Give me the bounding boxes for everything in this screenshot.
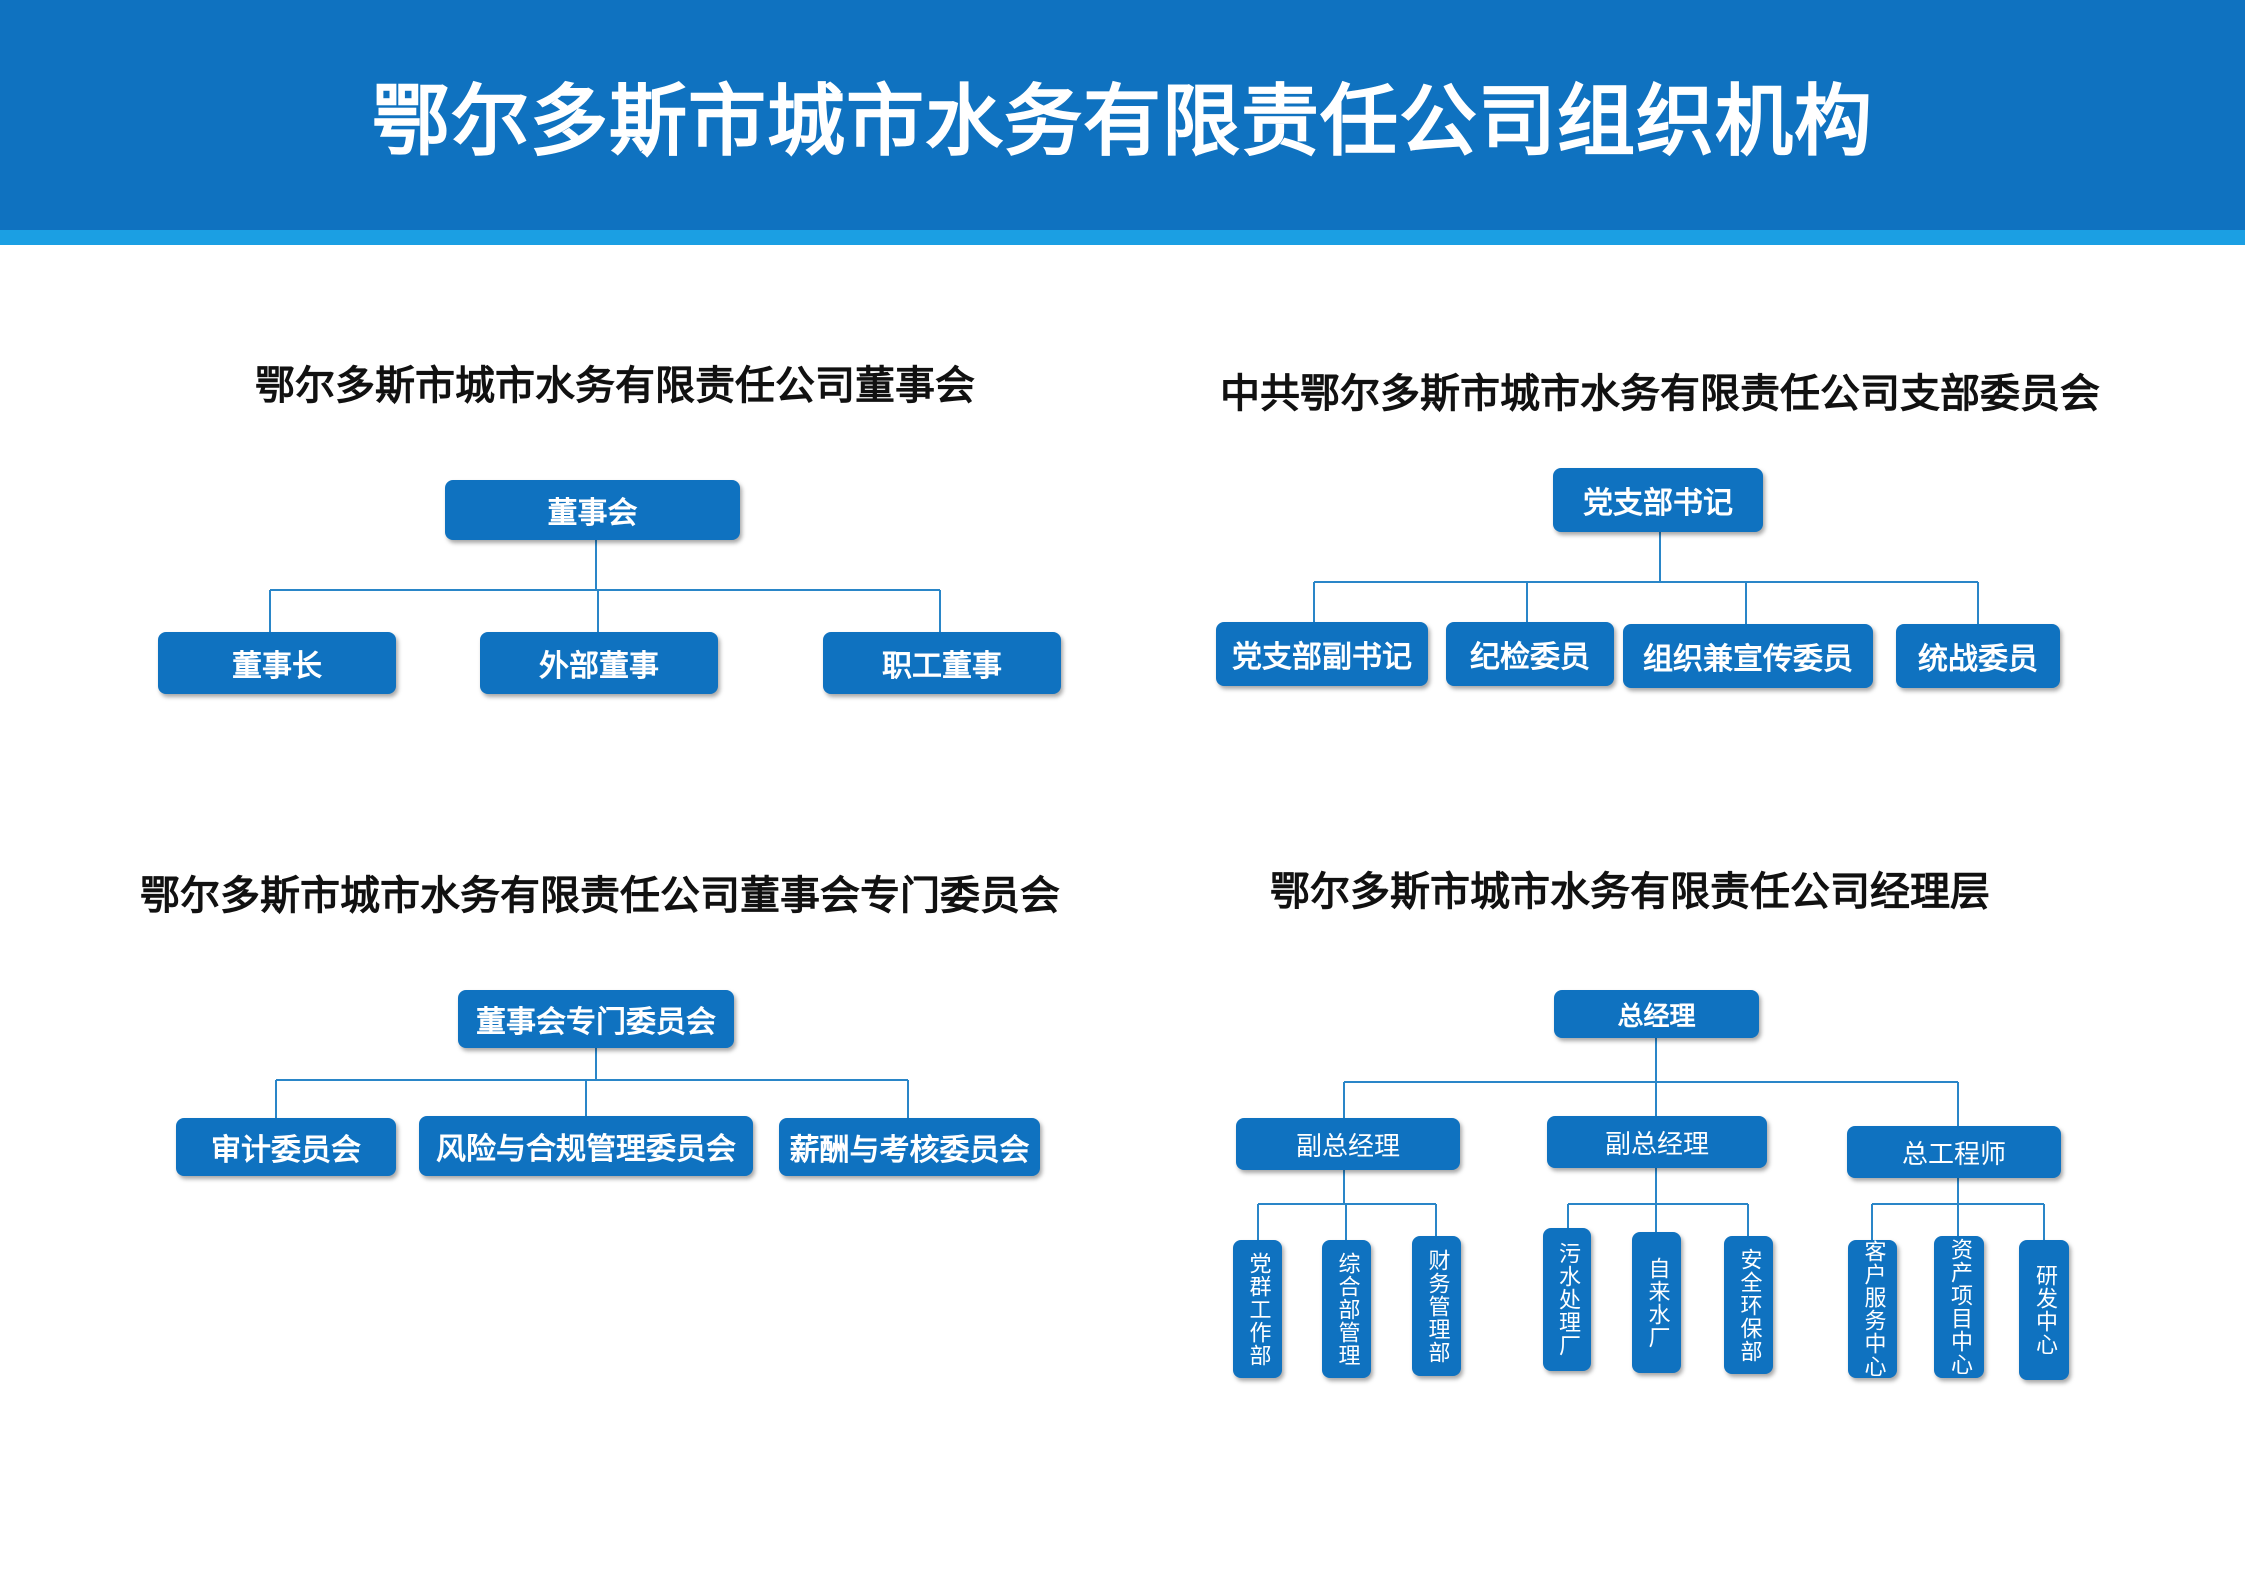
management-dept-node: 综合部管理 (1322, 1240, 1371, 1378)
committees-child-node: 审计委员会 (176, 1118, 396, 1176)
management-dept-node: 财务管理部 (1412, 1236, 1461, 1376)
management-group-node: 副总经理 (1236, 1118, 1460, 1170)
management-group-node: 总工程师 (1847, 1126, 2061, 1178)
header-banner (0, 0, 2245, 230)
party-child-node: 组织兼宣传委员 (1623, 624, 1873, 688)
management-dept-node: 安全环保部 (1724, 1236, 1773, 1374)
board-section-title: 鄂尔多斯市城市水务有限责任公司董事会 (255, 362, 975, 409)
party-section-title: 中共鄂尔多斯市城市水务有限责任公司支部委员会 (1220, 370, 2100, 417)
committees-child-node: 薪酬与考核委员会 (779, 1118, 1040, 1176)
board-child-node: 外部董事 (480, 632, 718, 694)
management-dept-node: 客户服务中心 (1848, 1240, 1897, 1378)
management-dept-node: 资产项目中心 (1934, 1236, 1984, 1378)
board-root-node: 董事会 (445, 480, 740, 540)
management-root-node: 总经理 (1554, 990, 1759, 1038)
party-root-node: 党支部书记 (1553, 468, 1763, 532)
management-dept-node: 党群工作部 (1233, 1240, 1282, 1378)
committees-root-node: 董事会专门委员会 (458, 990, 734, 1048)
management-dept-node: 自来水厂 (1632, 1232, 1681, 1373)
header-stripe (0, 230, 2245, 245)
board-child-node: 职工董事 (823, 632, 1061, 694)
management-dept-node: 污水处理厂 (1543, 1228, 1591, 1371)
committees-child-node: 风险与合规管理委员会 (419, 1116, 753, 1176)
party-child-node: 党支部副书记 (1216, 622, 1428, 686)
party-child-node: 统战委员 (1896, 624, 2060, 688)
management-section-title: 鄂尔多斯市城市水务有限责任公司经理层 (1270, 868, 1990, 915)
committees-section-title: 鄂尔多斯市城市水务有限责任公司董事会专门委员会 (140, 872, 1060, 919)
management-dept-node: 研发中心 (2019, 1240, 2069, 1380)
management-group-node: 副总经理 (1547, 1116, 1767, 1168)
party-child-node: 纪检委员 (1446, 622, 1614, 686)
board-child-node: 董事长 (158, 632, 396, 694)
page-title: 鄂尔多斯市城市水务有限责任公司组织机构 (371, 77, 1873, 167)
